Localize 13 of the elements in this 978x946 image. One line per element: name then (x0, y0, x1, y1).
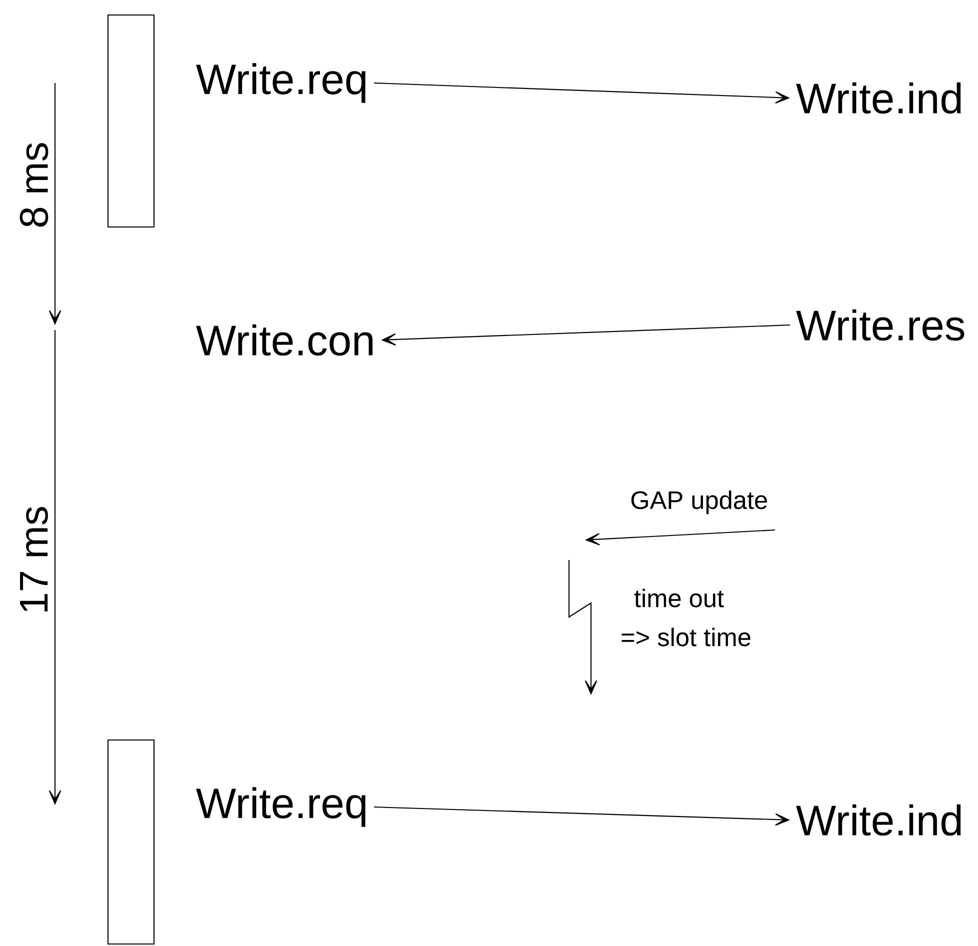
activation-bar (107, 14, 155, 228)
timeout-label: time out (634, 588, 724, 608)
message-label: Write.req (196, 787, 366, 827)
message-label: Write.ind (796, 804, 961, 836)
message-label: Write.req (196, 63, 366, 103)
message-label: Write.ind (796, 82, 961, 114)
message-label: Write.res (796, 309, 964, 341)
timeout-label: => slot time (622, 628, 750, 646)
time-label: 8 ms (20, 143, 48, 227)
time-label: 17 ms (20, 507, 48, 612)
message-label: Write.con (196, 324, 373, 356)
activation-bar (107, 739, 155, 945)
message-label: GAP update (631, 490, 767, 514)
